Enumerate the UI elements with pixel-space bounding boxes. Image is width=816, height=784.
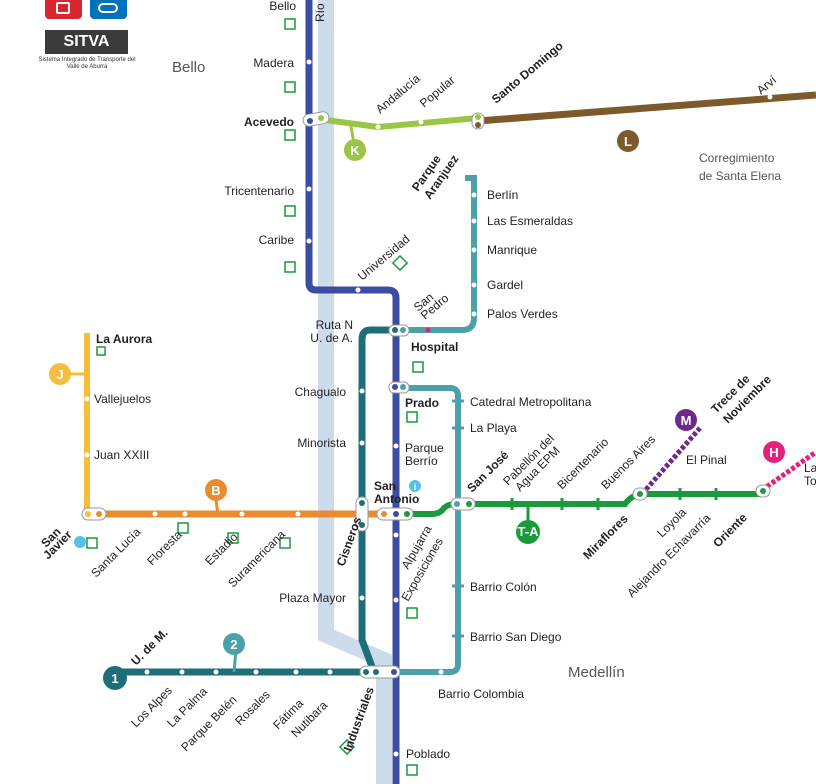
line-k-track (317, 115, 479, 131)
line-badges: K L J B T-A M H 2 1 (49, 130, 785, 690)
info-icon (409, 480, 421, 492)
area-medellin: Medellín (568, 664, 625, 681)
station-barrio-san-diego: Barrio San Diego (470, 630, 562, 644)
line-h-track (760, 449, 816, 493)
station-juan-xxiii: Juan XXIII (94, 448, 149, 462)
station-ticks (452, 399, 464, 638)
station-berlin: Berlín (487, 188, 518, 202)
station-barrio-colombia: Barrio Colombia (438, 687, 524, 701)
area-santa-elena: de Santa Elena (699, 169, 781, 183)
station-ruta-n-2: U. de A. (310, 331, 353, 345)
line-j-track (84, 333, 100, 517)
badge-h: H (769, 445, 778, 460)
station-san-jose: San José (464, 448, 511, 495)
station-barrio-colon: Barrio Colón (470, 580, 537, 594)
river-medellin (318, 0, 392, 784)
station-andalucia: Andalucía (373, 71, 423, 116)
station-parque-berrio-1: Parque (405, 441, 444, 455)
badge-ta: T-A (518, 524, 540, 539)
station-vallejuelos: Vallejuelos (94, 392, 151, 406)
river-label: Río M (313, 0, 327, 22)
station-universidad: Universidad (355, 232, 413, 283)
station-oriente: Oriente (710, 510, 750, 550)
bus-icon (45, 0, 82, 19)
bus-station-icons (86, 18, 424, 776)
station-la-aurora: La Aurora (96, 332, 153, 346)
bicycle-icon (90, 0, 127, 19)
area-corregimiento: Corregimiento (699, 151, 775, 165)
badge-j: J (56, 367, 63, 382)
station-san-antonio-1: San (374, 479, 396, 493)
station-miraflores: Miraflores (580, 511, 631, 562)
station-dots (84, 59, 773, 757)
badge-k: K (350, 143, 360, 158)
badge-b: B (211, 483, 220, 498)
station-poblado: Poblado (406, 747, 450, 761)
badge-2: 2 (230, 637, 237, 652)
line-l-track (477, 91, 816, 125)
station-la-to-2: To (804, 474, 816, 488)
metroplus-2-center-track (396, 385, 461, 675)
station-floresta: Floresta (144, 527, 185, 568)
station-las-esmeraldas: Las Esmeraldas (487, 214, 573, 228)
badge-l: L (624, 134, 632, 149)
station-chagualo: Chagualo (295, 385, 347, 399)
station-estadio: Estadio (202, 530, 240, 568)
info-icon (74, 536, 86, 548)
tranvia-ticks (510, 488, 718, 510)
station-prado: Prado (405, 396, 439, 410)
station-rosales: Rosales (232, 688, 273, 729)
station-minorista: Minorista (297, 436, 346, 450)
sitva-logo: SITVA (45, 30, 128, 54)
station-plaza-mayor: Plaza Mayor (279, 591, 346, 605)
station-popular: Popular (417, 73, 458, 110)
line-m-track (640, 426, 702, 496)
station-madera: Madera (253, 56, 294, 70)
area-bello: Bello (172, 59, 205, 76)
station-palos-verdes: Palos Verdes (487, 307, 558, 321)
station-industriales: Industriales (341, 685, 377, 753)
badge-1: 1 (111, 671, 118, 686)
station-tricentenario: Tricentenario (224, 184, 294, 198)
station-la-playa: La Playa (470, 421, 517, 435)
station-bello: Bello (269, 0, 296, 13)
station-gardel: Gardel (487, 278, 523, 292)
svg-text:i: i (414, 482, 417, 492)
metro-a-track (305, 0, 400, 784)
station-acevedo: Acevedo (244, 115, 294, 129)
station-santo-domingo: Santo Domingo (489, 39, 566, 107)
station-manrique: Manrique (487, 243, 537, 257)
station-ruta-n-1: Ruta N (316, 318, 353, 332)
metroplus-2-aranjuez-track (404, 175, 477, 333)
station-caribe: Caribe (259, 233, 295, 247)
badge-m: M (681, 413, 692, 428)
station-arvi: Arví (754, 72, 780, 97)
station-parque-berrio-2: Berrío (405, 454, 438, 468)
station-catedral: Catedral Metropolitana (470, 395, 592, 409)
station-hospital: Hospital (411, 340, 458, 354)
station-san-antonio-2: Antonio (374, 492, 419, 506)
station-el-pinal: El Pinal (686, 453, 727, 467)
metroplus-1-track (117, 326, 400, 676)
transfer-dots (85, 114, 766, 675)
station-santa-lucia: Santa Lucía (88, 525, 143, 580)
sitva-logo-subtitle: Sistema Integrado de Transporte del Vall… (38, 57, 136, 70)
station-la-to-1: La (804, 461, 816, 475)
station-ude-m: U. de M. (128, 626, 170, 668)
